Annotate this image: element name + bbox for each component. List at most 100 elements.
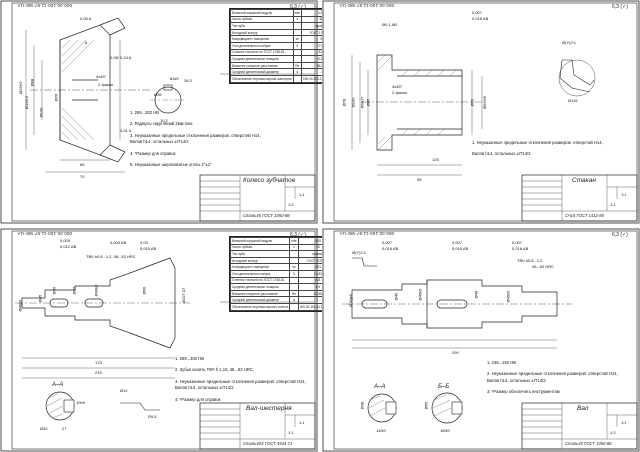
gear-note-1: 1. 269...302 HB [130,110,160,115]
shaft-gdt-2: 0,016 AB [382,246,399,251]
pinion-gdt-1: 0,005 [60,238,71,243]
shaft-gdt-6: 0,016 AB [512,246,529,251]
cup-material: СЧ15 ГОСТ 1412-85 [565,213,604,218]
param-symbol: δ [292,41,302,50]
gear-gdt-3: 0,01 A [120,128,132,133]
pinion-gdt-4: 0,03 [140,240,148,245]
gear-material: Сталь45 ГОСТ 1050-88 [243,213,290,218]
param-label: Степень точности по ГОСТ 1758-81 [230,48,294,57]
param-label: Число зубьев [230,15,294,24]
shaft-note-1: 1. 235...262 HB [487,360,517,365]
param-symbol [292,55,302,63]
pinion-sec2-dim-1: Ø12 [120,388,128,393]
shaft-dim-4: Ø48 [473,290,479,299]
shaft-note-2: 2. Неуказанные предельные отклонения раз… [487,371,618,377]
param-label: Средняя делительная толщина [229,283,291,291]
cup-note-1: 1. Неуказанные предельные отклонения раз… [472,140,603,145]
shaft-drawing-code: 000.00.100-11.57-WE-UA [339,231,394,236]
cup-dim-5: Ø66 [469,98,475,107]
shaft-detail-label: Ø(Y)2:1 [352,250,367,255]
pinion-dim-13: 215 [95,370,102,375]
gear-dim-14: 70 [80,174,85,179]
pinion-sec-dim-4: 27 [62,426,67,431]
cup-gdt-2: 0,016 AB [472,16,489,21]
pinion-dim-2: Ø45 [37,294,43,303]
pinion-gdt-5: 0,015 AB [140,246,157,251]
cup-scale: 1:1 [621,192,627,197]
shaft-title: Вал [577,405,589,412]
pinion-roughness: 6,3 (✓) [290,232,306,238]
param-symbol: xe [289,263,299,271]
param-symbol: z [292,15,302,24]
gear-sec-1: Ø35 [154,92,162,97]
cup-dim-2: Ø100 [350,97,356,108]
cup-dim-1: Ø78 [341,98,347,107]
pinion-dim-12: 175 [95,360,102,365]
param-label: Обозначение чертежа парного колеса [229,302,291,311]
param-symbol [292,28,302,37]
shaft-note-3: 3. *Размер обеспечить инструментом [487,389,560,395]
param-symbol: d [289,296,299,304]
gear-dim-2: Ø168,6 [24,95,30,110]
shaft-sec-a-dim-3: 14N9 [376,428,386,433]
param-symbol [289,250,299,258]
cup-gdt-1: 0,007 [472,10,483,15]
shaft-section-b-label: Б–Б [438,384,450,390]
param-label: Внешний окружной модуль [230,9,294,17]
shaft-note-2b: Валов h14, остальных ±IT14/2. [487,377,547,383]
shaft-material: Сталь45 ГОСТ 1050-88 [565,441,612,446]
shaft-dim-5: Ø45k6 [505,290,511,303]
param-symbol: xe [292,35,302,43]
gear-dim-4: 8 [85,40,88,45]
param-symbol [292,48,302,57]
param-label: Средняя делительная толщина [230,55,294,63]
param-label: Средний делительный диаметр [229,296,291,304]
gear-gdt-1: 0,05 A [80,16,92,21]
cup-dim-7: 4x45° [392,84,403,89]
gear-dim-1: Ø25H7 [17,81,23,94]
pinion-section-label: А–А [52,382,64,388]
shaft-dim-3: Ø45k6 [417,288,423,301]
param-symbol: d [292,68,302,76]
pinion-dim-5: Ø40k6 [93,284,99,297]
shaft-dim-16: 290 [452,350,459,355]
pinion-dim-3: Ø35 [51,286,57,295]
pinion-note-3: 3. Неуказанные предельные отклонения раз… [175,378,306,384]
param-label: Обозначение чертежа парной шестерни [230,74,294,83]
param-label: Внешний окружной модуль [229,237,291,245]
shaft-notes: 1. 235...262 HB 2. Неуказанные предельны… [487,360,618,401]
gear-sec-2: 8Js9 [170,76,179,81]
pinion-sec-dim-3: 10h9 [76,400,85,405]
pinion-sec-dim-1: Ø32 [40,426,48,431]
gear-drawing [0,0,318,224]
gear-scale: 1:1 [299,192,305,197]
param-label: Тип зуба [229,250,291,258]
shaft-drawing [322,228,640,452]
pinion-gdt-3: 0,003 AB [110,240,127,245]
pinion-sheets: 1:1 [288,430,294,435]
gear-dim-15: 2 фаски [98,82,113,87]
gear-dim-13: 65 [80,162,85,167]
pinion-note-4: 4. *Размер для справок [175,396,221,402]
gear-dim-6: Ø140 [38,107,44,118]
shaft-gdt-5: 0,007 [512,240,523,245]
gear-notes: 1. 269...302 HB 2. Радиусы скруглений 2м… [130,110,261,173]
sheet-shaft: 000.00.100-11.57-WE-UA 6,3 (✓) 0,007 0,0… [322,228,640,452]
pinion-sec2-dim-3: R0,5 [148,414,157,419]
cup-dim-8: 2 фаски [392,90,407,95]
param-symbol: z [289,243,299,252]
sheet-pinion: 000.00.100-11.57-WE-UA 6,3 (✓) 0,005 0,0… [0,228,340,452]
gear-title: Колесо зубчатое [243,177,296,184]
gear-roughness: 6,3 (✓) [290,4,306,10]
shaft-roughness: 6,3 (✓) [612,232,628,238]
gear-note-5: 5. Неуказанные шероховатые уголы 2°±1° [130,162,212,168]
cup-sheets: 1:1 [610,202,616,207]
shaft-gdt-1: 0,007 [382,240,393,245]
pinion-scale: 1:1 [299,420,305,425]
param-label: Тип зуба [230,22,294,30]
pinion-dim-1: Ø40k6 [17,299,23,312]
gear-drawing-code: 000.00.100-11.57-WE-UA [17,3,72,8]
param-symbol [289,256,299,265]
shaft-dim-9: ТВЧ h0,8...1,2 [517,258,543,263]
